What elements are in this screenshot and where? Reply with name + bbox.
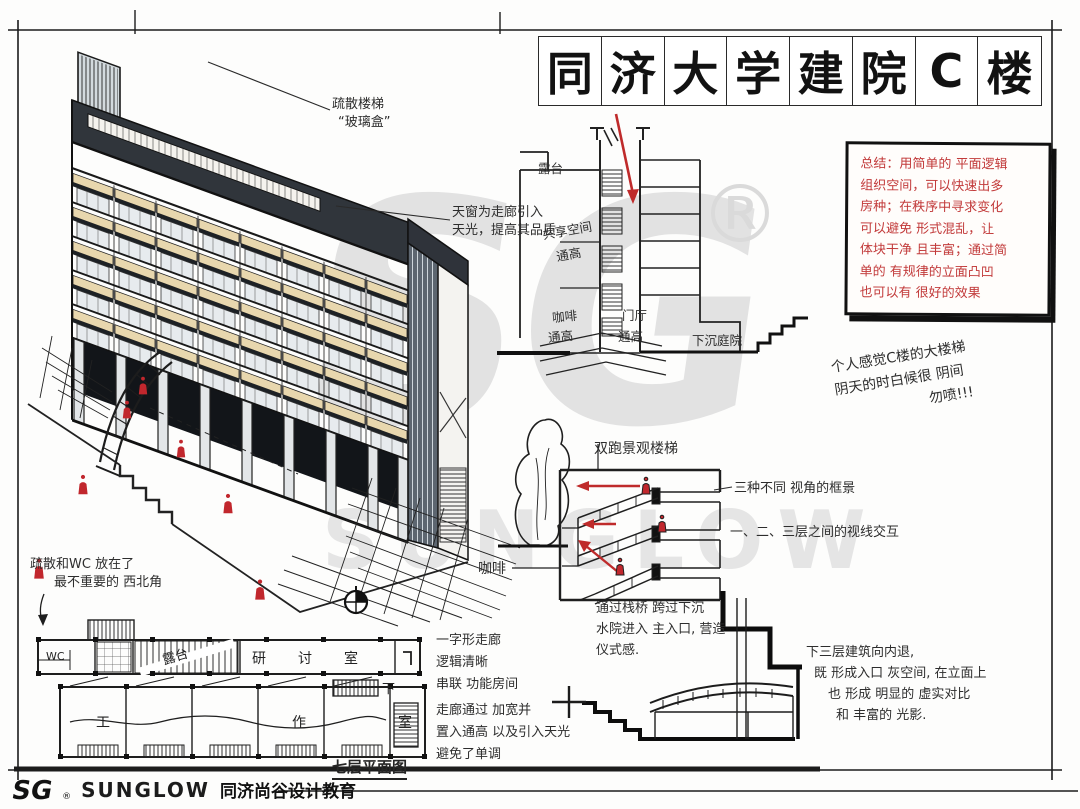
title-char: 大 (665, 37, 728, 105)
plan-label-seminar: 研 (252, 651, 266, 667)
note-line: 也 形成 明显的 虚实对比 (828, 687, 971, 702)
note-line: 置入通高 以及引入天光 (436, 725, 571, 740)
north-compass-icon (343, 586, 369, 615)
section-label-lobby-height: 通高 (618, 329, 644, 344)
note-line: 通过栈桥 跨过下沉 (596, 601, 705, 616)
note-line: 走廊通过 加宽并 (436, 703, 532, 718)
plan-label-seminar: 室 (344, 651, 358, 667)
plan-label-studio: 室 (398, 715, 412, 731)
note-escape-stair: 疏散楼梯 “玻璃盒” (332, 96, 390, 132)
plan-label-studio: 工 (96, 715, 110, 731)
plan-column-dots (36, 637, 427, 759)
note-line: 水院进入 主入口, 营造 (596, 622, 726, 637)
note-line: 仪式感. (596, 643, 640, 658)
note-line: 和 丰富的 光影. (836, 708, 927, 723)
summary-line: 也可以有 很好的效果 (859, 285, 981, 302)
section-label-cafe-height: 通高 (547, 327, 574, 346)
summary-line: 房种；在秩序中寻求变化 (860, 199, 1004, 216)
summary-line: 可以避免 形式混乱，让 (859, 220, 995, 237)
note-line: 疏散和WC 放在了 (30, 557, 135, 572)
landscape-stair-diagram (498, 418, 722, 605)
plan-caption: 七层平面图 (332, 756, 408, 780)
footer-brand: SG ® SUNGLOW 同济尚谷设计教育 (9, 776, 356, 806)
section-label-lobby: 门厅 (622, 308, 648, 323)
note-line: 疏散楼梯 (332, 97, 385, 112)
note-line: 串联 功能房间 (436, 677, 519, 692)
plan-label-studio: 作 (292, 715, 306, 731)
plan-label-wc: WC (46, 650, 65, 663)
note-sightline-interaction: 一、二、三层之间的视线交互 (730, 525, 900, 540)
section-label-sunken-court: 下沉庭院 (692, 333, 743, 348)
annotation-leader-lines (207, 61, 733, 491)
summary-line: 组织空间，可以快速出多 (860, 177, 1004, 194)
note-corridor-daylight: 走廊通过 加宽并 置入通高 以及引入天光 避免了单调 (436, 700, 570, 766)
title-char: 同 (539, 37, 602, 105)
title-char: 学 (727, 37, 790, 105)
summary-note-box: 总结：用简单的 平面逻辑 组织空间，可以快速出多 房种；在秩序中寻求变化 可以避… (844, 141, 1052, 317)
footer-brand-name: SUNGLOW (81, 778, 210, 802)
title-char: 院 (853, 37, 916, 105)
title-char: 楼 (986, 47, 1033, 101)
note-line: 最不重要的 西北角 (54, 575, 163, 590)
note-framing-views: 三种不同 视角的框景 (734, 481, 856, 496)
note-wc-corner: 疏散和WC 放在了 最不重要的 西北角 (30, 556, 162, 592)
title-char: 建 (790, 37, 853, 105)
sunglow-logo-icon: SG (9, 776, 55, 806)
floor-plan-drawing (36, 593, 427, 759)
note-line: 一字形走廊 (436, 633, 502, 648)
sheet-frame (8, 10, 1078, 792)
summary-line: 总结：用简单的 平面逻辑 (860, 156, 1008, 173)
summary-line: 体块干净 且丰富；通过简 (859, 242, 1008, 259)
page-title: 同 济 大 学 建 院 C 楼 (538, 36, 1042, 106)
note-line: 既 形成入口 灰空间, 在立面上 (814, 666, 987, 681)
title-char: C (916, 37, 979, 105)
summary-line: 单的 有规律的立面凸凹 (859, 263, 994, 280)
registered-mark: ® (62, 792, 72, 802)
title-char: 济 (602, 37, 665, 105)
note-bridge-entry: 通过栈桥 跨过下沉 水院进入 主入口, 营造 仪式感. (596, 598, 725, 661)
watermark-registered-icon: ® (700, 168, 780, 261)
note-line: 避免了单调 (436, 747, 502, 762)
plan-caption-text: 七层平面图 (332, 758, 408, 780)
note-skylight: 天窗为走廊引入 天光，提高其品质 (452, 204, 556, 240)
note-line: 天光，提高其品质 (452, 223, 557, 238)
plaza-ground (27, 335, 521, 627)
entry-arch-ramp (95, 351, 173, 477)
plan-label-seminar: 讨 (298, 651, 312, 667)
stair-cafe-label: 咖啡 (478, 561, 506, 577)
footer-org-name: 同济尚谷设计教育 (219, 782, 356, 802)
section-label-terrace: 露台 (538, 161, 564, 176)
stair-diagram-title: 双跑景观楼梯 (594, 441, 678, 457)
note-line: “玻璃盒” (338, 115, 391, 130)
building-end-wall (407, 217, 469, 562)
building-section-diagram (497, 113, 808, 376)
entrance-bridge-sketch (552, 591, 802, 741)
note-setback: 下三层建筑向内退, 既 形成入口 灰空间, 在立面上 也 形成 明显的 虚实对比… (806, 642, 987, 726)
plan-label-down-stair: 下 (382, 682, 396, 697)
axonometric-building-drawing (27, 51, 521, 627)
note-line: 逻辑清晰 (436, 655, 489, 670)
note-corridor-logic: 一字形走廊 逻辑清晰 串联 功能房间 (436, 630, 518, 696)
note-line: 天窗为走廊引入 (452, 205, 544, 220)
section-label-cafe: 咖啡 (551, 307, 578, 326)
note-line: 下三层建筑向内退, (806, 645, 915, 660)
